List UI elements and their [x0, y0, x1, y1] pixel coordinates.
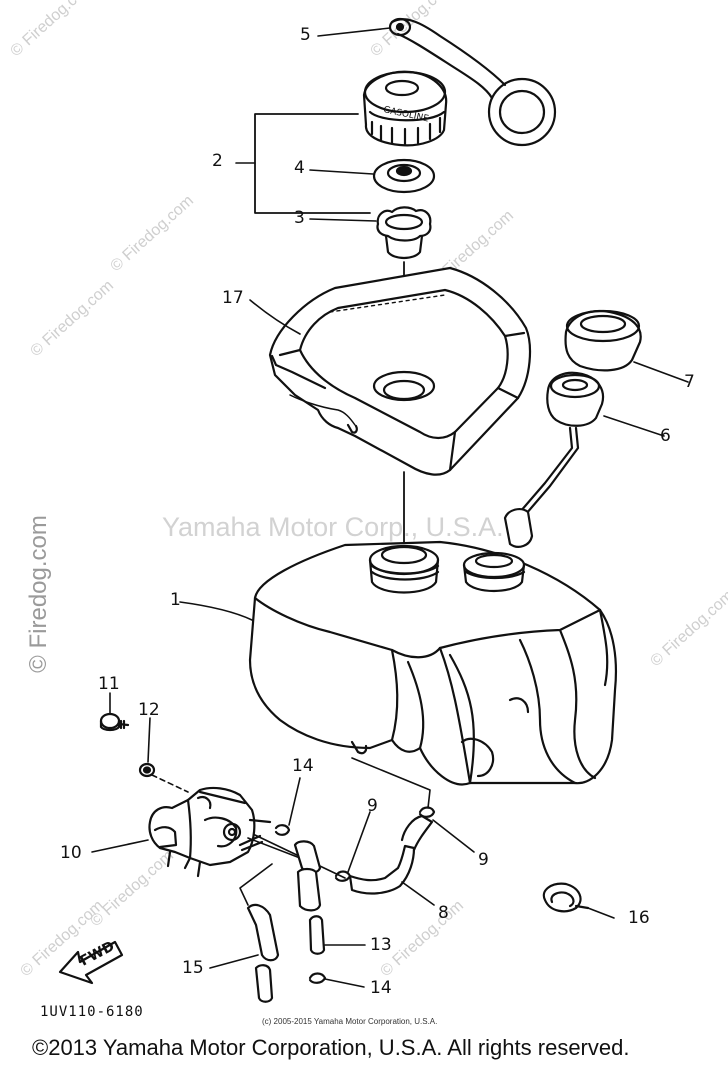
forward-arrow-icon [58, 940, 124, 985]
fuel-cock-part-10 [148, 786, 272, 878]
group-bracket [254, 113, 371, 214]
callout-number: 8 [438, 903, 449, 923]
callout-number: 16 [628, 908, 650, 928]
callout-number: 10 [60, 843, 82, 863]
callout-number: 3 [294, 208, 305, 228]
callout-number: 11 [98, 674, 120, 694]
callout-number: 2 [212, 151, 223, 171]
bolt-part-11 [99, 712, 130, 732]
callout-leader-lines [91, 27, 689, 988]
hose-part-13 [308, 915, 326, 955]
callout-number: 7 [684, 372, 695, 392]
hose-route-line [247, 837, 301, 859]
gauge-cover-part-7 [564, 309, 642, 372]
hose-clip-part-9 [334, 870, 352, 882]
spring-clip-part-16 [542, 882, 590, 913]
footer-copyright: ©2013 Yamaha Motor Corporation, U.S.A. A… [32, 1035, 630, 1060]
callout-number: 9 [367, 796, 378, 816]
callout-number: 9 [478, 850, 489, 870]
cap-strap-part-5 [388, 17, 557, 147]
tank-cover-part-17 [268, 266, 532, 476]
callout-number: 4 [294, 158, 305, 178]
callout-number: 6 [660, 426, 671, 446]
hose-part-15 [246, 903, 280, 1003]
watermark-yamaha: Yamaha Motor Corp., U.S.A. [162, 512, 504, 542]
washer-part-12 [138, 762, 156, 778]
fuel-tank-part-1 [248, 540, 618, 786]
callout-number: 5 [300, 25, 311, 45]
hose-route-line [239, 863, 273, 906]
callout-number: 15 [182, 958, 204, 978]
callout-number: 13 [370, 935, 392, 955]
hose-route-line [351, 757, 431, 809]
callout-number: 17 [222, 288, 244, 308]
small-copyright: (c) 2005-2015 Yamaha Motor Corporation, … [262, 1017, 438, 1026]
fuel-hose-part-8 [348, 814, 434, 895]
hose-clip-part-14 [274, 824, 291, 836]
hose-clip-part-14 [308, 972, 327, 984]
callout-number: 14 [370, 978, 392, 998]
hose-segment [296, 867, 322, 912]
hose-segment [293, 840, 322, 874]
fuel-cap-part-2: GASOLINE [362, 70, 448, 147]
callout-number: 14 [292, 756, 314, 776]
drawing-code: 1UV110-6180 [40, 1004, 144, 1020]
callout-number: 1 [170, 590, 181, 610]
inner-cap-part-3 [376, 206, 432, 260]
gasket-part-4 [372, 158, 436, 194]
fuel-gauge-part-6 [503, 371, 605, 548]
callout-number: 12 [138, 700, 160, 720]
bolt-alignment-line [151, 774, 189, 793]
